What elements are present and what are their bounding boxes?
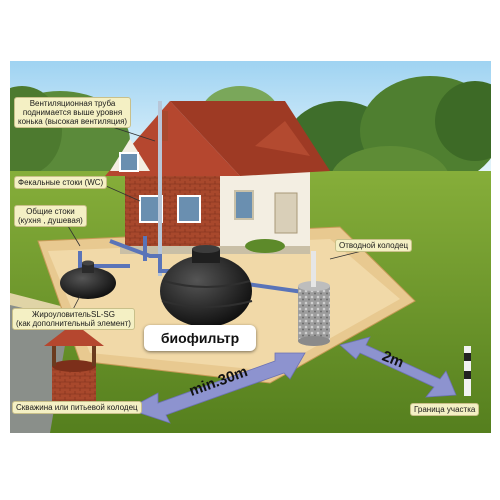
water-well-text: Скважина или питьевой колодец — [16, 403, 138, 412]
boundary-post — [464, 346, 471, 396]
ventilation-line-1: Вентиляционная труба — [29, 99, 116, 108]
arrow-2m — [339, 336, 457, 398]
fecal-text: Фекальные стоки (WC) — [18, 178, 104, 187]
boundary-text: Граница участка — [414, 405, 476, 414]
common-line-1: Общие стоки — [26, 207, 75, 216]
drainage-well-text: Отводной колодец — [339, 241, 409, 250]
drinking-well — [44, 323, 104, 406]
ventilation-line-3: конька (высокая вентиляция) — [18, 117, 128, 126]
biofilter-text: биофильтр — [160, 330, 240, 346]
ventilation-line-2: поднимается выше уровня — [22, 108, 123, 117]
common-drain-label: Общие стоки (кухня , душевая) — [14, 205, 87, 227]
grease-trap-label: ЖироуловительSL-SG (как дополнительный э… — [12, 308, 135, 330]
grease-trap-tank — [60, 260, 116, 299]
biofilter-label: биофильтр — [144, 325, 256, 351]
common-line-2: (кухня , душевая) — [18, 216, 83, 225]
water-well-label: Скважина или питьевой колодец — [12, 401, 142, 414]
illustration-frame: Вентиляционная труба поднимается выше ур… — [10, 61, 491, 433]
arrow-min30m — [126, 352, 306, 424]
drainage-well-label: Отводной колодец — [335, 239, 413, 252]
biofilter-tank — [160, 245, 253, 327]
septic-scheme-illustration — [10, 61, 491, 433]
vent-pipe — [158, 101, 162, 276]
boundary-label: Граница участка — [410, 403, 480, 416]
fecal-drain-label: Фекальные стоки (WC) — [14, 176, 108, 189]
drainage-well-cylinder — [298, 251, 330, 346]
ventilation-pipe-label: Вентиляционная труба поднимается выше ур… — [14, 97, 132, 128]
grease-trap-line-1: ЖироуловительSL-SG — [31, 310, 115, 319]
distance-arrows — [126, 336, 457, 424]
grease-trap-line-2: (как дополнительный элемент) — [16, 319, 131, 328]
